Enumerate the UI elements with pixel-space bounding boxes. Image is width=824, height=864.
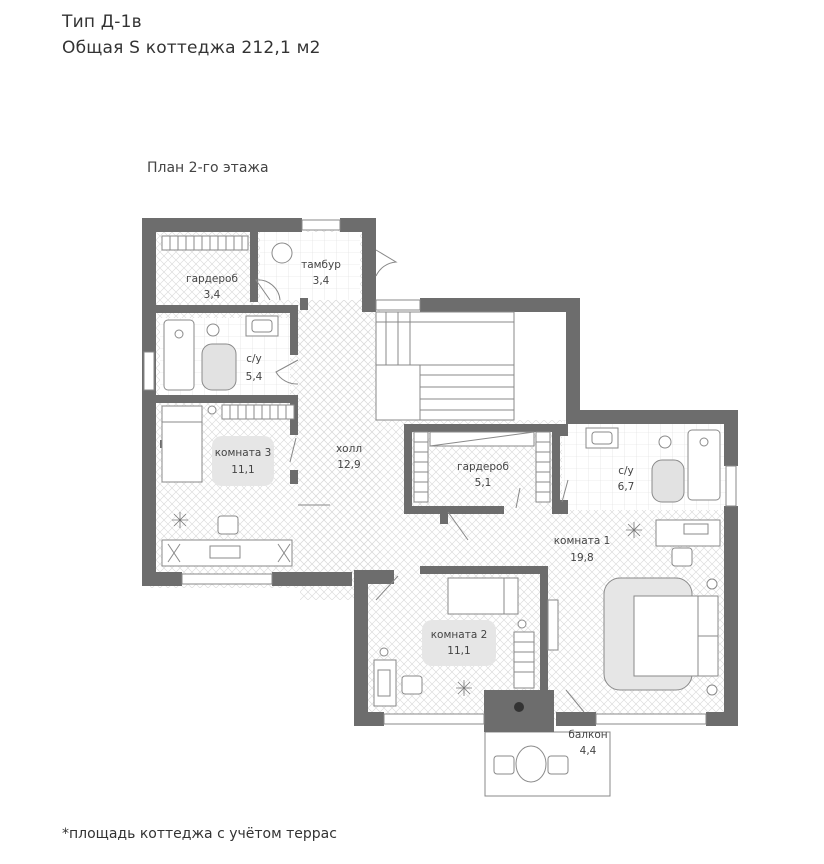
room-area-vestibule: 3,4 bbox=[313, 275, 330, 287]
room-area-bathroom-right: 6,7 bbox=[618, 481, 635, 493]
staircase bbox=[375, 311, 515, 421]
bathroom-fixtures bbox=[163, 242, 721, 503]
plant-icons bbox=[172, 512, 642, 696]
windows bbox=[143, 219, 737, 725]
bedroom-furniture bbox=[161, 405, 721, 783]
room-area-hall: 12,9 bbox=[337, 459, 360, 471]
room-area-room3: 11,1 bbox=[231, 464, 254, 476]
walls bbox=[142, 218, 738, 732]
footnote: *площадь коттеджа с учётом террас bbox=[62, 826, 337, 842]
doors bbox=[255, 249, 585, 713]
room-area-wardrobe-mid: 5,1 bbox=[475, 477, 492, 489]
total-area-label: Общая S коттеджа 212,1 м2 bbox=[62, 38, 321, 58]
room-area-wardrobe-small: 3,4 bbox=[204, 289, 221, 301]
room-name-bathroom-left: с/у bbox=[246, 353, 262, 365]
room-area-balcony: 4,4 bbox=[580, 745, 597, 757]
room-name-balcony: балкон bbox=[568, 729, 607, 741]
room-area-bathroom-left: 5,4 bbox=[246, 371, 263, 383]
room-name-vestibule: тамбур bbox=[301, 259, 341, 271]
room-name-hall: холл bbox=[336, 443, 362, 455]
room-name-wardrobe-small: гардероб bbox=[186, 273, 238, 285]
room-area-room1: 19,8 bbox=[570, 552, 593, 564]
room-area-room2: 11,1 bbox=[447, 645, 470, 657]
layout-type-label: Тип Д-1в bbox=[62, 12, 142, 32]
wardrobe-racks bbox=[161, 235, 551, 689]
room-name-wardrobe-mid: гардероб bbox=[457, 461, 509, 473]
room-name-bathroom-right: с/у bbox=[618, 465, 634, 477]
room-badges bbox=[212, 436, 496, 666]
room-name-room2: комната 2 bbox=[431, 629, 488, 641]
room-name-room3: комната 3 bbox=[215, 447, 272, 459]
floor-plan-title: План 2-го этажа bbox=[147, 160, 269, 176]
room-name-room1: комната 1 bbox=[554, 535, 611, 547]
